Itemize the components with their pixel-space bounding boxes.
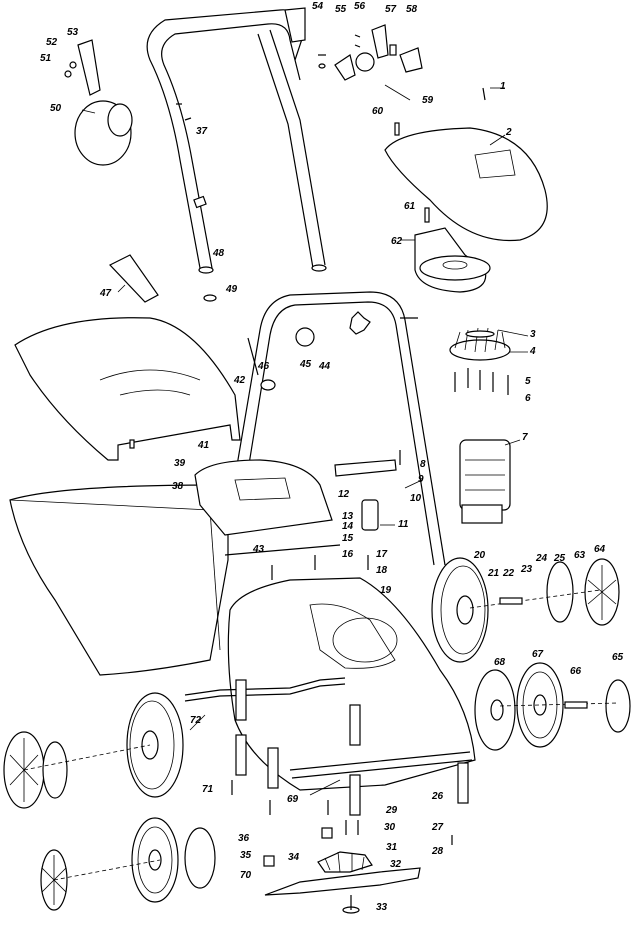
- callout-66: 66: [570, 666, 582, 677]
- callout-62: 62: [391, 236, 403, 247]
- upper-handle: [146, 7, 327, 302]
- callout-37: 37: [196, 126, 208, 137]
- callout-59: 59: [422, 95, 434, 106]
- callout-71: 71: [202, 784, 214, 795]
- switch-parts: [318, 24, 486, 136]
- part-47-bracket: [109, 254, 159, 303]
- callout-51: 51: [40, 53, 52, 64]
- capacitor: [361, 499, 379, 531]
- callout-60: 60: [372, 106, 384, 117]
- callout-7: 7: [522, 432, 528, 443]
- callout-23: 23: [521, 564, 533, 575]
- callout-54: 54: [312, 1, 324, 12]
- callout-45: 45: [300, 359, 312, 370]
- callout-49: 49: [226, 284, 238, 295]
- callout-4: 4: [530, 346, 536, 357]
- callout-36: 36: [238, 833, 250, 844]
- callout-20: 20: [474, 550, 486, 561]
- callout-21: 21: [488, 568, 500, 579]
- lower-handle: [231, 291, 446, 566]
- callout-15: 15: [342, 533, 354, 544]
- mower-deck: [227, 577, 476, 791]
- wheel-rear-right-20: [431, 557, 489, 663]
- callout-63: 63: [574, 550, 586, 561]
- callout-9: 9: [418, 474, 424, 485]
- motor: [459, 439, 511, 524]
- callout-31: 31: [386, 842, 398, 853]
- callout-38: 38: [172, 481, 184, 492]
- callout-41: 41: [198, 440, 210, 451]
- wheel-rear-left: [126, 692, 184, 798]
- callout-29: 29: [386, 805, 398, 816]
- callout-14: 14: [342, 521, 354, 532]
- callout-44: 44: [319, 361, 331, 372]
- leader-lines: [81, 84, 529, 796]
- callout-16: 16: [342, 549, 354, 560]
- blade-assembly: [263, 827, 421, 914]
- callout-28: 28: [432, 846, 444, 857]
- callout-61: 61: [404, 201, 416, 212]
- callout-69: 69: [287, 794, 299, 805]
- adjuster-knob: [64, 39, 133, 166]
- height-brackets: [235, 679, 469, 816]
- wheel-front-right-67: [516, 662, 564, 748]
- callout-70: 70: [240, 870, 252, 881]
- wheel-front-left: [131, 817, 179, 903]
- motor-cover: [384, 127, 548, 293]
- callout-12: 12: [338, 489, 350, 500]
- callout-52: 52: [46, 37, 58, 48]
- callout-58: 58: [406, 4, 418, 15]
- callout-10: 10: [410, 493, 422, 504]
- fasteners: [231, 368, 509, 845]
- callout-55: 55: [335, 4, 347, 15]
- callout-35: 35: [240, 850, 252, 861]
- callout-24: 24: [536, 553, 548, 564]
- top-cover: [194, 459, 341, 556]
- callout-13: 13: [342, 511, 354, 522]
- callout-42: 42: [234, 375, 246, 386]
- callout-53: 53: [67, 27, 79, 38]
- callout-47: 47: [100, 288, 112, 299]
- callout-50: 50: [50, 103, 62, 114]
- callout-11: 11: [398, 519, 409, 530]
- callout-26: 26: [432, 791, 444, 802]
- axle-lines: [23, 589, 619, 881]
- callout-19: 19: [380, 585, 392, 596]
- callout-8: 8: [420, 459, 426, 470]
- rear-flap: [14, 317, 241, 461]
- callout-6: 6: [525, 393, 531, 404]
- callout-48: 48: [213, 248, 225, 259]
- callout-5: 5: [525, 376, 531, 387]
- callout-33: 33: [376, 902, 388, 913]
- callout-25: 25: [554, 553, 566, 564]
- callout-30: 30: [384, 822, 396, 833]
- callout-22: 22: [503, 568, 515, 579]
- callout-72: 72: [190, 715, 202, 726]
- callout-18: 18: [376, 565, 388, 576]
- callout-65: 65: [612, 652, 624, 663]
- fan: [449, 327, 511, 361]
- callout-2: 2: [506, 127, 512, 138]
- callout-39: 39: [174, 458, 186, 469]
- callout-57: 57: [385, 4, 397, 15]
- callout-46: 46: [258, 361, 270, 372]
- callout-17: 17: [376, 549, 388, 560]
- callout-34: 34: [288, 852, 300, 863]
- callout-3: 3: [530, 329, 536, 340]
- callout-64: 64: [594, 544, 606, 555]
- callout-67: 67: [532, 649, 544, 660]
- grass-bag: [9, 484, 229, 676]
- callout-43: 43: [253, 544, 265, 555]
- callout-56: 56: [354, 1, 366, 12]
- callout-32: 32: [390, 859, 402, 870]
- callout-27: 27: [432, 822, 444, 833]
- callout-68: 68: [494, 657, 506, 668]
- callout-1: 1: [500, 81, 506, 92]
